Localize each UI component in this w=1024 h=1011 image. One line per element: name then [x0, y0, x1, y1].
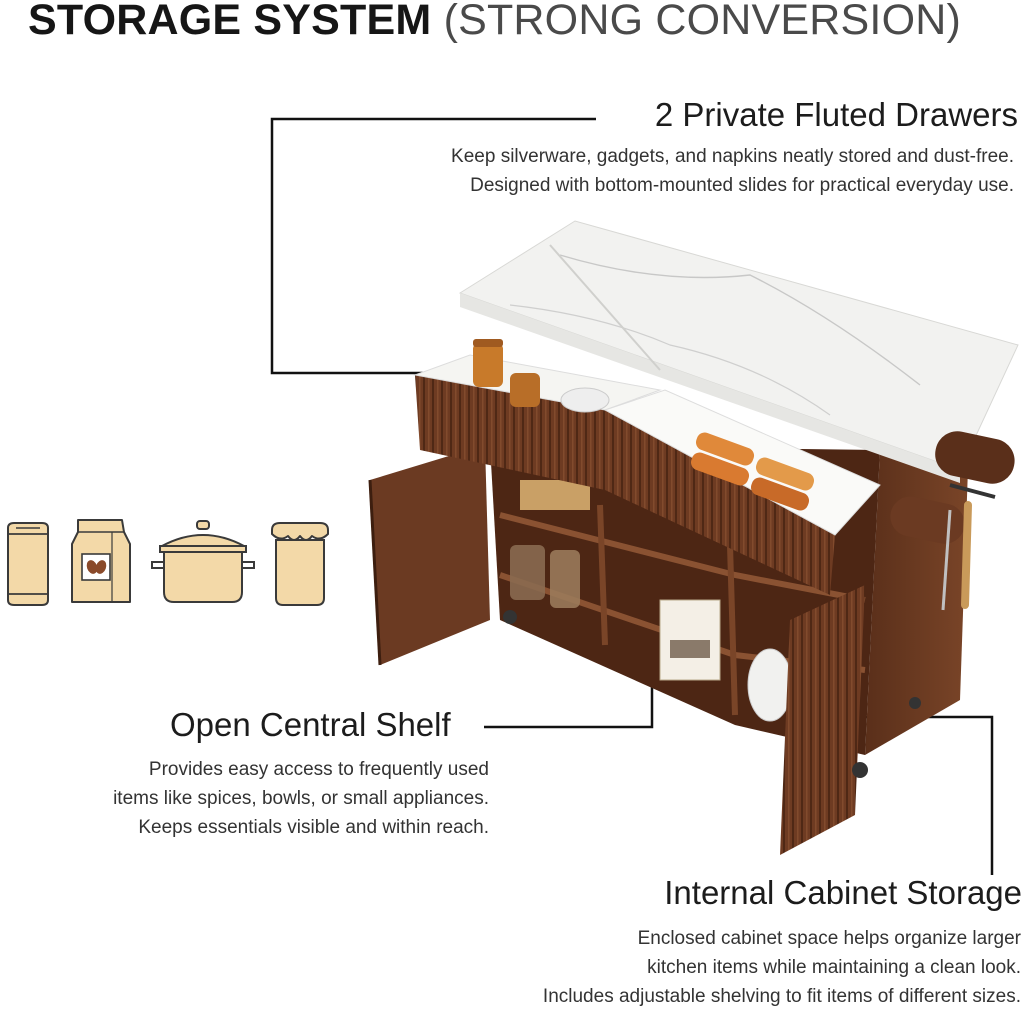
shelf-line: items like spices, bowls, or small appli… [113, 788, 489, 809]
title-sub: (STRONG CONVERSION) [443, 0, 961, 44]
cabinet-description: Enclosed cabinet space helps organize la… [543, 924, 1021, 1011]
jar-icon [271, 522, 329, 606]
cabinet-line: kitchen items while maintaining a clean … [647, 957, 1021, 978]
page-title: STORAGE SYSTEM (STRONG CONVERSION) [28, 0, 961, 46]
drawers-heading: 2 Private Fluted Drawers [654, 96, 1018, 133]
cabinet-line: Includes adjustable shelving to fit item… [542, 986, 1021, 1007]
cabinet-heading: Internal Cabinet Storage [664, 874, 1022, 911]
coffee-bag-icon [71, 519, 131, 603]
cabinet-line: Enclosed cabinet space helps organize la… [637, 928, 1021, 949]
drawers-description: Keep silverware, gadgets, and napkins ne… [451, 142, 1014, 200]
can-icon [7, 522, 49, 606]
drawers-line: Designed with bottom-mounted slides for … [470, 175, 1014, 196]
title-main: STORAGE SYSTEM [28, 0, 432, 44]
shelf-heading: Open Central Shelf [170, 706, 451, 743]
drawers-line: Keep silverware, gadgets, and napkins ne… [451, 146, 1014, 167]
shelf-line: Keeps essentials visible and within reac… [138, 817, 489, 838]
kitchen-island-image [368, 220, 1019, 855]
pot-icon [151, 520, 255, 603]
shelf-line: Provides easy access to frequently used [148, 759, 489, 780]
shelf-description: Provides easy access to frequently used … [113, 755, 489, 842]
